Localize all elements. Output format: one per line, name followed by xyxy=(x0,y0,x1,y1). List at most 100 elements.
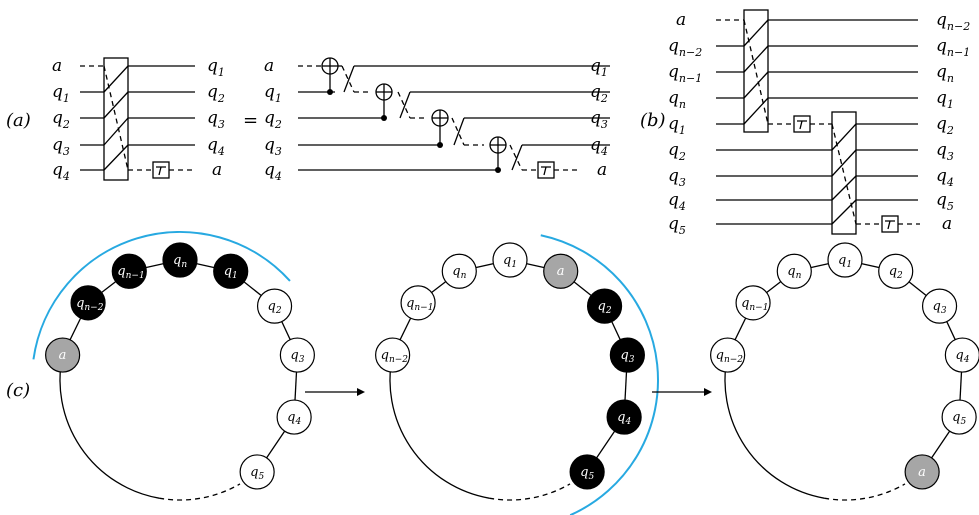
qubit-label-qn2: qn−2 xyxy=(936,10,970,33)
panel-label-a: (a) xyxy=(6,110,31,131)
qubit-label-q4: q4 xyxy=(936,166,954,189)
qubit-label-q3: q3 xyxy=(264,135,282,158)
ancilla-path xyxy=(341,65,355,93)
transition-arrow xyxy=(652,388,712,396)
qubit-node-q3: q3 xyxy=(609,337,645,373)
qubit-node-a: a xyxy=(45,337,81,373)
qubit-label-q3: q3 xyxy=(207,108,225,131)
node-label: a xyxy=(59,348,67,363)
qubit-node-qn1: qn−1 xyxy=(400,285,436,321)
node-label: qn−1 xyxy=(741,296,768,313)
qubit-node-q4: q4 xyxy=(276,399,312,435)
node-label: a xyxy=(918,465,926,480)
ring-solid-edge xyxy=(389,354,490,499)
node-label: qn−2 xyxy=(76,296,104,313)
node-label: qn−1 xyxy=(117,264,144,281)
node-label: a xyxy=(557,264,565,279)
qubit-node-q2: q2 xyxy=(256,288,293,324)
qubit-node-qn: qn xyxy=(441,253,477,289)
node-label: qn xyxy=(173,253,187,270)
qubit-node-qn1: qn−1 xyxy=(111,253,147,289)
qubit-node-q1: q1 xyxy=(492,242,528,278)
measurement-icon xyxy=(152,161,170,179)
node-label: q3 xyxy=(290,348,304,365)
qubit-node-q2: q2 xyxy=(878,253,914,289)
qubit-label-a: a xyxy=(597,160,607,180)
ring-dashed-edge xyxy=(824,483,906,501)
ring-solid-edge xyxy=(59,354,160,499)
qubit-node-q3: q3 xyxy=(921,288,958,324)
qubit-label-qn2: qn−2 xyxy=(668,36,702,59)
qubit-label-q1: q1 xyxy=(590,56,608,79)
node-label: q5 xyxy=(250,465,264,482)
wire xyxy=(399,91,411,119)
qubit-node-q5: q5 xyxy=(941,399,977,435)
qubit-label-q3: q3 xyxy=(936,140,954,163)
node-label: qn−2 xyxy=(716,348,744,365)
node-label: q5 xyxy=(580,465,594,482)
qubit-label-qn: qn xyxy=(668,88,686,111)
qubit-node-qn2: qn−2 xyxy=(375,337,411,373)
qubit-label-q1: q1 xyxy=(264,82,282,105)
qubit-label-a: a xyxy=(942,214,952,234)
cnot-gate xyxy=(431,109,449,148)
panel-label-b: (b) xyxy=(640,110,666,131)
qubit-node-qn1: qn−1 xyxy=(735,285,771,321)
qubit-node-q2: q2 xyxy=(586,288,623,324)
qubit-label-q1: q1 xyxy=(936,88,954,111)
swap-network-box xyxy=(103,57,129,181)
qubit-label-qn: qn xyxy=(936,62,954,85)
qubit-label-a: a xyxy=(264,56,274,76)
node-label: q2 xyxy=(598,299,612,316)
node-label: q1 xyxy=(224,264,238,281)
ancilla-path xyxy=(397,91,411,119)
qubit-label-q4: q4 xyxy=(264,160,282,183)
qubit-label-qn1: qn−1 xyxy=(668,62,702,85)
node-label: q4 xyxy=(287,410,301,427)
measurement-icon xyxy=(793,115,811,133)
highlight-arc xyxy=(540,234,659,515)
qubit-node-qn2: qn−2 xyxy=(70,285,106,321)
cnot-gate xyxy=(321,57,339,95)
qubit-label-a: a xyxy=(212,160,222,180)
equals-sign: = xyxy=(243,110,258,131)
qubit-node-q4: q4 xyxy=(944,337,979,373)
highlight-arc xyxy=(32,231,291,360)
measurement-icon xyxy=(537,161,555,179)
ring-solid-edge xyxy=(724,354,825,499)
qubit-node-qn: qn xyxy=(162,242,198,278)
wire xyxy=(453,117,465,146)
qubit-label-q2: q2 xyxy=(590,82,608,105)
node-label: q3 xyxy=(620,348,634,365)
node-label: qn−1 xyxy=(406,296,433,313)
node-label: qn−2 xyxy=(381,348,409,365)
qubit-label-q2: q2 xyxy=(264,108,282,131)
qubit-label-q5: q5 xyxy=(936,190,954,213)
cnot-gate xyxy=(375,83,393,121)
qubit-label-q2: q2 xyxy=(936,114,954,137)
qubit-label-q1: q1 xyxy=(207,56,225,79)
node-label: qn xyxy=(452,264,466,281)
qubit-node-qn2: qn−2 xyxy=(710,337,746,373)
node-label: q4 xyxy=(955,348,969,365)
node-label: q1 xyxy=(838,253,852,270)
qubit-label-a: a xyxy=(676,10,686,30)
node-label: q5 xyxy=(952,410,966,427)
swap-network-box-1 xyxy=(743,9,769,133)
wire xyxy=(511,144,523,171)
ring-1: a qn−2 qn−1 qn q1 q2 q3 q4 q5 xyxy=(32,231,315,501)
qubit-label-q3: q3 xyxy=(668,166,686,189)
qubit-node-a: a xyxy=(904,454,940,490)
qubit-label-q5: q5 xyxy=(668,214,686,237)
node-label: q3 xyxy=(933,299,947,316)
node-label: q1 xyxy=(503,253,517,270)
swap-network-box-2 xyxy=(831,111,857,235)
ancilla-path xyxy=(451,117,465,146)
qubit-label-q1: q1 xyxy=(668,114,686,137)
node-label: qn xyxy=(787,264,801,281)
wire xyxy=(343,65,355,93)
qubit-label-qn1: qn−1 xyxy=(936,36,970,59)
